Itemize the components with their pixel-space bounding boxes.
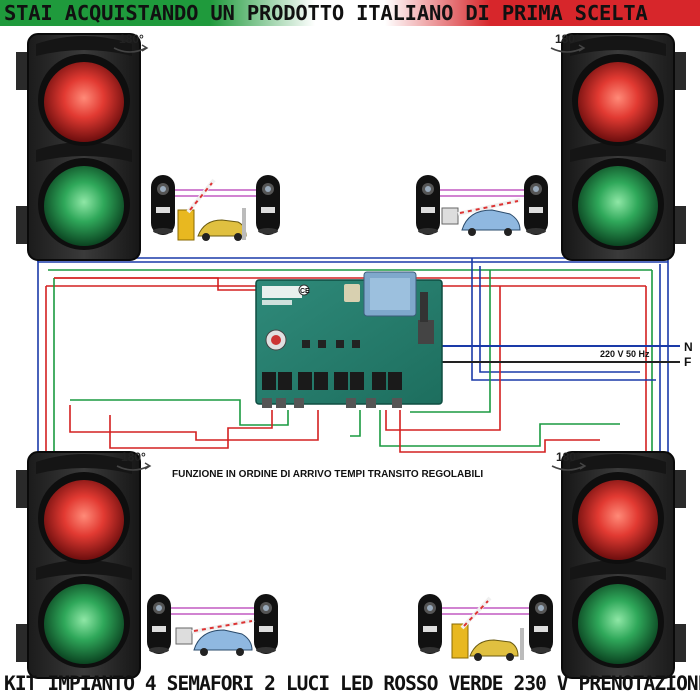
traffic-light-top-left — [15, 33, 141, 261]
function-description: FUNZIONE IN ORDINE DI ARRIVO TEMPI TRANS… — [172, 469, 484, 480]
rotation-label-top-right: 180° — [555, 32, 580, 46]
phase-label: F — [684, 355, 692, 369]
neutral-label: N — [684, 340, 693, 354]
banner-headline: STAI ACQUISTANDO UN PRODOTTO ITALIANO DI… — [4, 1, 648, 25]
traffic-light-top-right — [561, 33, 687, 261]
wire-bundle — [37, 189, 680, 615]
barrier-scene-top-left — [151, 175, 280, 241]
traffic-light-bottom-left — [15, 451, 141, 679]
italian-flag-banner: STAI ACQUISTANDO UN PRODOTTO ITALIANO DI… — [0, 0, 700, 26]
rotation-label-bottom-right: 180° — [556, 450, 581, 464]
rotation-label-top-left: 180° — [119, 32, 144, 46]
barrier-scene-bottom-right — [418, 594, 553, 661]
ce-mark: CE — [300, 288, 310, 295]
barrier-scene-bottom-left — [147, 594, 278, 656]
barrier-scene-top-right — [416, 175, 548, 236]
voltage-label: 220 V 50 Hz — [600, 349, 650, 359]
rotation-label-bottom-left: 180° — [121, 450, 146, 464]
product-title: KIT IMPIANTO 4 SEMAFORI 2 LUCI LED ROSSO… — [4, 672, 700, 695]
traffic-light-bottom-right — [561, 451, 687, 679]
control-board: CE — [255, 271, 443, 408]
